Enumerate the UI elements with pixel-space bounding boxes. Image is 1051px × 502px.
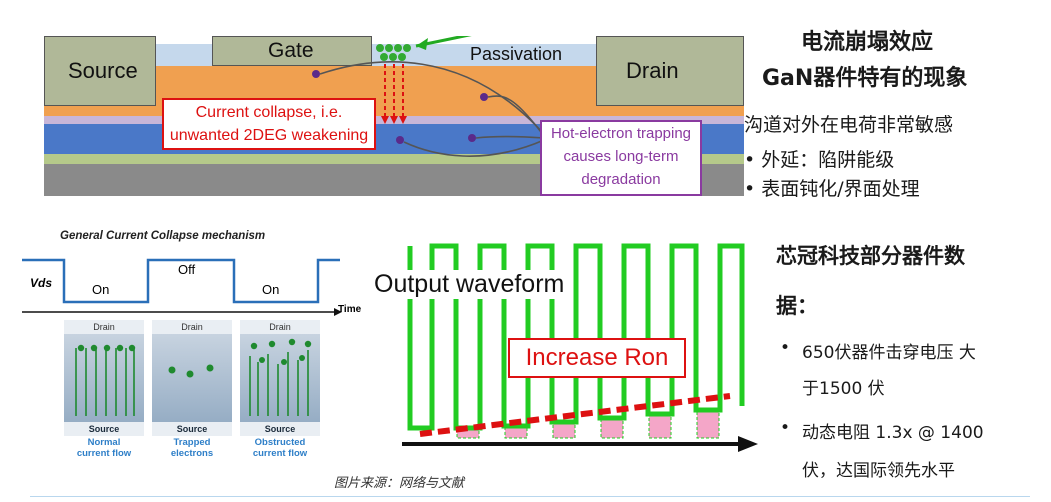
hot-electron-line2: causes long-term [563,148,679,165]
surface-electrons [376,44,411,61]
company-bullet1-line2: 于1500 伏 [802,379,885,399]
passivation-label: Passivation [470,44,563,64]
hot-electron-line1: Hot-electron trapping [550,125,692,142]
source-label: Source [68,58,138,83]
gate-label: Gate [268,39,314,62]
caption-trapped-line2: electrons [170,448,214,459]
company-heading-line2: 据： [776,294,818,318]
mechanism-title: General Current Collapse mechanism [60,230,266,242]
increase-ron-label: Increase Ron [525,344,669,371]
state-off: Off [178,262,196,277]
output-waveform-title: Output waveform [372,270,569,299]
company-bullet1-line1: 650伏器件击穿电压 大 [802,343,976,363]
output-waveform [402,243,758,452]
image-source-note: 图片来源：网络与文献 [334,476,465,491]
drain-contact [596,36,744,106]
bullet-epitaxy: • 外延：陷阱能级 [744,149,895,171]
vds-label: Vds [30,276,53,290]
subtitle-sensitivity: 沟道对外在电荷非常敏感 [744,114,954,136]
vds-waveform [22,258,342,316]
bottom-divider [30,496,1030,497]
device-overlay [312,36,545,157]
current-collapse-line1: Current collapse, i.e. [195,104,343,121]
cell-obstructed-drain: Drain [240,320,320,334]
gate-contact [212,36,372,66]
company-bullet2-dot: • [780,418,791,438]
cell-obstructed-source: Source [240,422,320,436]
company-bullet1-dot: • [780,338,791,358]
state-on-1: On [92,282,110,297]
device-cross-section: Passivation Source Gate Drain [44,36,744,196]
caption-normal-line2: current flow [76,448,132,459]
cell-trapped-electrons [168,364,214,378]
cell-trapped: Drain Source [152,320,232,436]
buffer-layer [44,154,744,164]
company-heading-line1: 芯冠科技部分器件数 [776,244,965,268]
state-on-2: On [262,282,280,297]
cell-normal-flow [75,344,136,416]
caption-trapped-line1: Trapped [173,437,211,448]
increase-ron-box: Increase Ron [508,338,686,378]
drain-label: Drain [626,58,679,83]
current-collapse-box: Current collapse, i.e. unwanted 2DEG wea… [162,98,376,150]
time-label: Time [338,304,362,315]
current-collapse-line2: unwanted 2DEG weakening [169,127,369,144]
hot-electron-line3: degradation [581,171,661,188]
hot-electron-box: Hot-electron trapping causes long-term d… [540,120,702,196]
caption-obstructed-line2: current flow [252,448,308,459]
source-contact [44,36,156,106]
cell-normal-drain: Drain [64,320,144,334]
cell-trapped-drain: Drain [152,320,232,334]
cell-obstructed: Drain Source [240,320,320,436]
caption-normal-line1: Normal [87,437,121,448]
cell-normal: Drain Source [64,320,144,436]
caption-obstructed-line1: Obstructed [254,437,306,448]
bullet-passivation: • 表面钝化/界面处理 [744,178,920,200]
caption-trapped: Trapped electrons [149,437,235,459]
caption-obstructed: Obstructed current flow [237,437,323,459]
cell-trapped-source: Source [152,422,232,436]
company-bullet2-line1: 动态电阻 1.3x @ 1400 [802,423,984,443]
company-bullet2-line2: 伏，达国际领先水平 [802,461,955,481]
cell-obstructed-flow [249,338,312,416]
title-gan-phenomenon: GaN器件特有的现象 [762,66,968,91]
caption-normal: Normal current flow [61,437,147,459]
title-current-collapse: 电流崩塌效应 [801,30,934,55]
cell-normal-source: Source [64,422,144,436]
